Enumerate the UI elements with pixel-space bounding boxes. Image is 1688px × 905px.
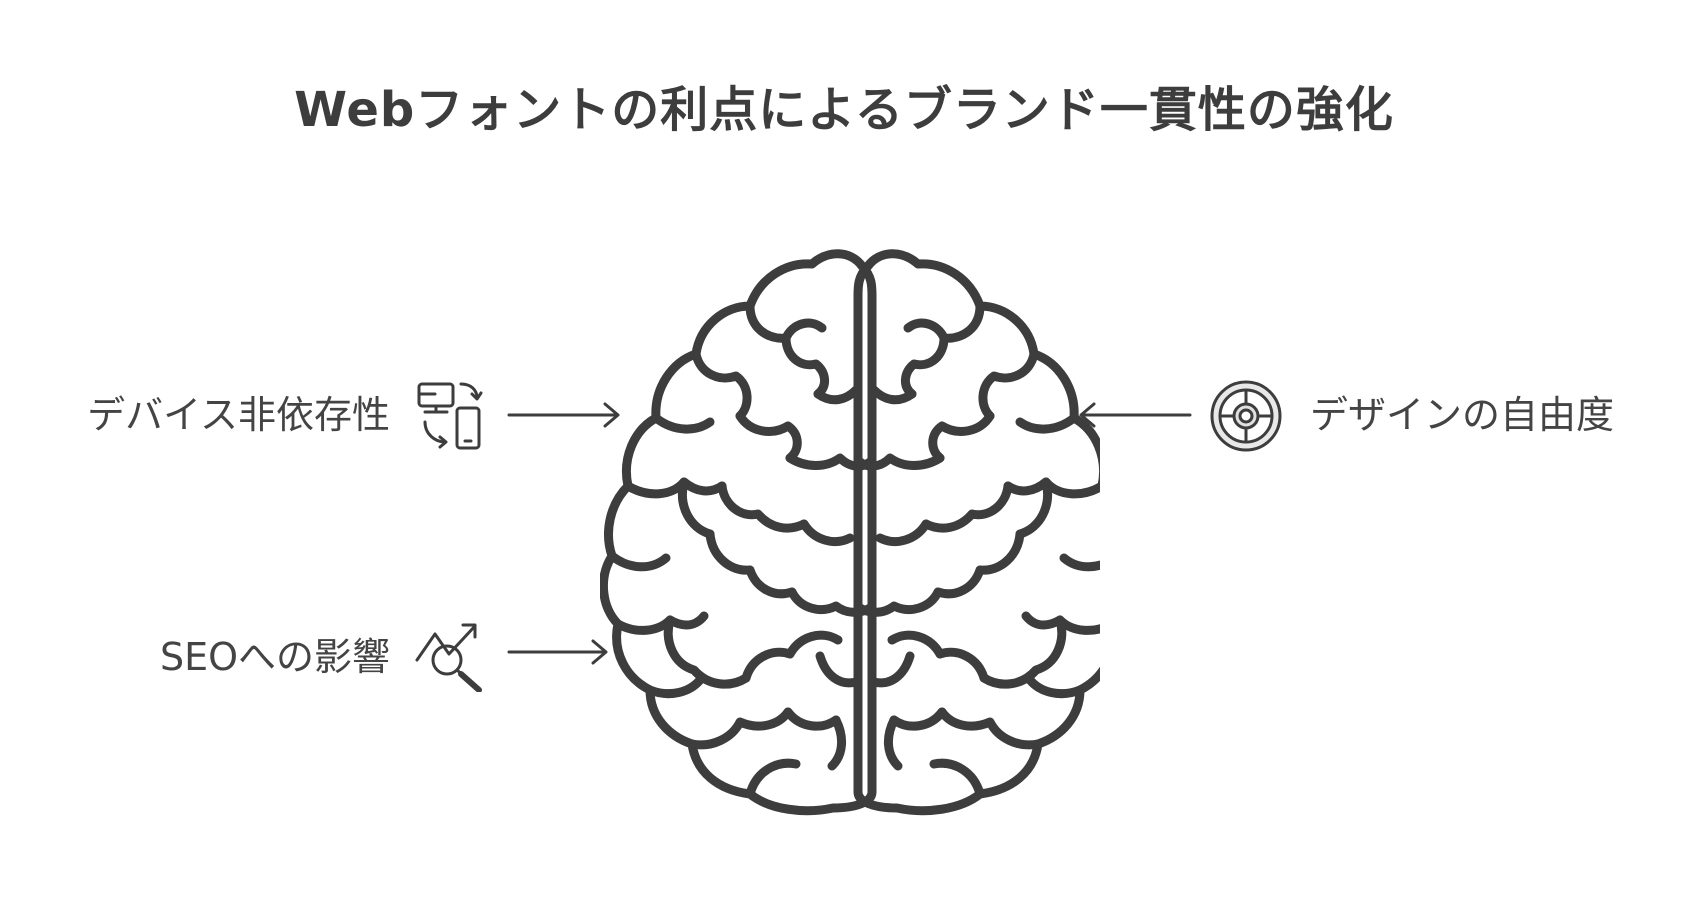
- item-label-design-freedom: デザインの自由度: [1310, 393, 1615, 437]
- chart-search-icon: [413, 620, 485, 692]
- arrow-seo-impact: [505, 637, 611, 667]
- diagram-title: Webフォントの利点によるブランド一貫性の強化: [294, 82, 1394, 138]
- brain-icon: [600, 236, 1100, 816]
- dial-target-icon: [1208, 378, 1284, 454]
- devices-sync-icon: [415, 380, 485, 452]
- arrow-device-independence: [505, 400, 623, 430]
- item-label-device-independence: デバイス非依存性: [87, 393, 390, 437]
- item-label-seo-impact: SEOへの影響: [159, 635, 390, 679]
- arrow-design-freedom: [1076, 400, 1194, 430]
